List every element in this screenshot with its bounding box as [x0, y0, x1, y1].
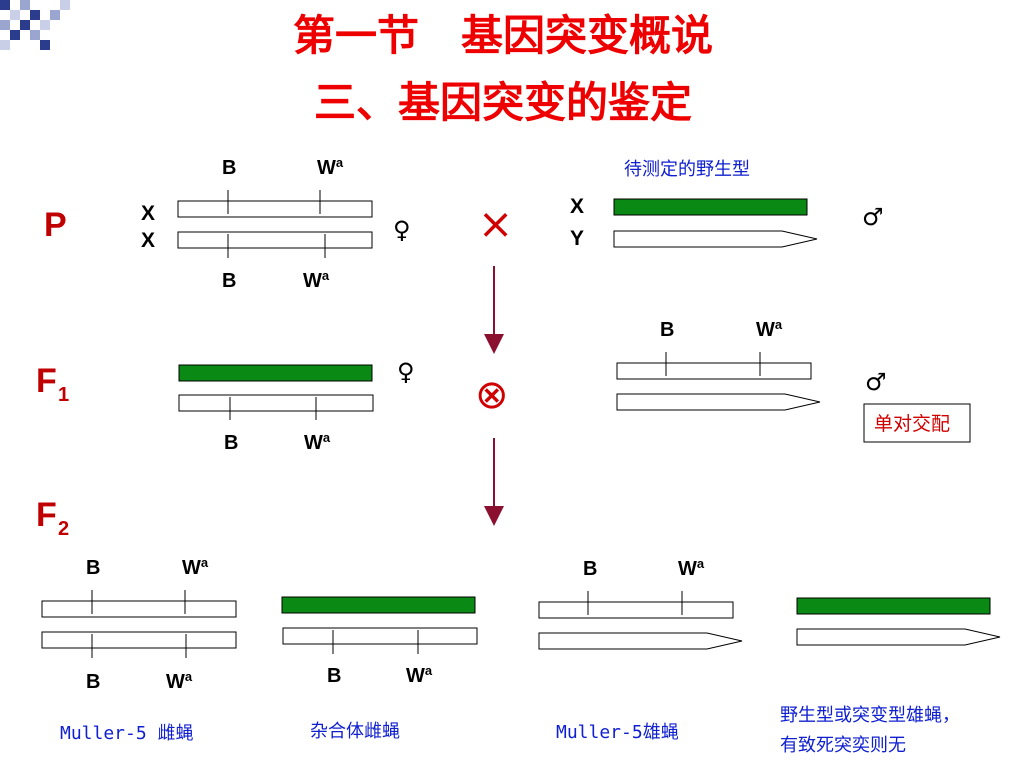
gene-b-label: B	[86, 671, 100, 693]
generation-p: P	[44, 206, 67, 244]
corner-decoration	[0, 0, 70, 50]
generation-f1-label: F	[36, 362, 57, 400]
x-chromosome-wild	[178, 364, 373, 382]
wild-or-mutant-male-caption-line2: 有致死突奕则无	[780, 735, 906, 756]
f2-heterozygous-female: B Wa 杂合体雌蝇	[281, 596, 478, 742]
gene-w-label: Wa	[182, 555, 209, 579]
chromosome-y-label: Y	[570, 227, 584, 250]
y-chromosome	[613, 230, 818, 248]
x-chromosome-muller5	[616, 362, 812, 380]
single-pair-mating-label: 单对交配	[874, 413, 950, 435]
generation-f1-subscript: 1	[58, 384, 69, 406]
gene-w-label: Wa	[304, 430, 331, 454]
gene-b-label: B	[222, 270, 236, 292]
chromosome-x-label: X	[141, 202, 155, 225]
female-symbol: ♀	[393, 216, 411, 244]
gene-w-label: Wa	[678, 556, 705, 580]
f2-muller5-male: B Wa Muller-5雄蝇	[538, 556, 743, 743]
f2-test-male: 野生型或突变型雄蝇， 有致死突奕则无	[780, 597, 1001, 756]
y-chromosome	[538, 632, 743, 650]
x-chromosome-muller5	[538, 601, 734, 619]
x-chromosome-wild	[613, 198, 808, 216]
x-chromosome-muller5	[41, 600, 237, 618]
female-symbol: ♀	[397, 358, 415, 386]
gene-b-label: B	[327, 665, 341, 687]
p-male-chromosomes: 待测定的野生型 X Y ♂	[570, 159, 884, 250]
title-line1: 第一节 基因突变概说	[293, 11, 713, 60]
gene-b-label: B	[660, 319, 674, 341]
x-chromosome-muller5	[177, 200, 373, 218]
single-pair-mating-box	[863, 403, 971, 443]
gene-w-label: Wa	[166, 669, 193, 693]
x-chromosome-muller5	[41, 631, 237, 649]
chromosome-x-label: X	[570, 195, 584, 218]
cross-symbol: ×	[478, 199, 513, 248]
male-symbol: ♂	[865, 368, 887, 396]
f2-muller5-female: B Wa B Wa Muller-5 雌蝇	[41, 555, 237, 744]
wild-or-mutant-male-caption-line1: 野生型或突变型雄蝇，	[780, 705, 960, 726]
generation-f2: F 2	[36, 496, 69, 540]
wild-type-to-test-label: 待测定的野生型	[624, 159, 750, 180]
self-cross-symbol: ⊗	[475, 372, 509, 418]
y-chromosome	[616, 393, 821, 411]
x-chromosome-muller5	[178, 394, 374, 412]
f1-female-chromosomes: B Wa ♀	[178, 358, 415, 454]
generation-f1: F 1	[36, 362, 69, 406]
y-chromosome	[796, 628, 1001, 646]
p-female-chromosomes: B Wa X X B Wa ♀	[141, 155, 411, 292]
gene-w-label: Wa	[317, 155, 344, 179]
gene-b-label: B	[224, 432, 238, 454]
gene-b-label: B	[222, 157, 236, 179]
generation-f2-label: F	[36, 496, 57, 534]
gene-w-label: Wa	[756, 317, 783, 341]
f1-male-chromosomes: B Wa ♂ 单对交配	[616, 317, 971, 443]
chromosome-x-label: X	[141, 229, 155, 252]
gene-b-label: B	[583, 558, 597, 580]
x-chromosome-muller5	[177, 231, 373, 249]
heterozygous-female-caption: 杂合体雌蝇	[310, 721, 400, 742]
muller5-male-caption: Muller-5雄蝇	[556, 722, 679, 743]
x-chromosome-wild	[281, 596, 476, 614]
gene-w-label: Wa	[406, 663, 433, 687]
generation-f2-subscript: 2	[58, 518, 69, 540]
male-symbol: ♂	[862, 203, 884, 231]
muller5-female-caption: Muller-5 雌蝇	[60, 723, 194, 744]
gene-b-label: B	[86, 557, 100, 579]
title-line2: 三、基因突变的鉴定	[314, 78, 692, 127]
x-chromosome-wild	[796, 597, 991, 615]
x-chromosome-muller5	[282, 627, 478, 645]
gene-w-label: Wa	[303, 268, 330, 292]
